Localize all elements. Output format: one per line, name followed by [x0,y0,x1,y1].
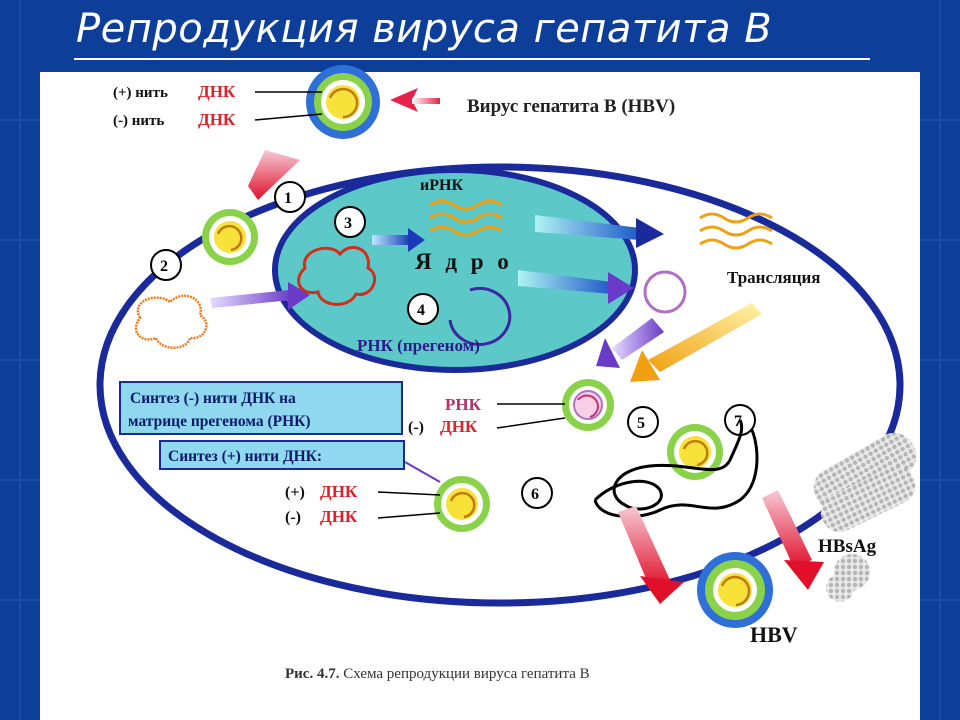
arrow-virion-release [618,506,670,588]
step-1-label: 1 [284,190,292,207]
relaxed-dna-outside [136,296,206,348]
label-minus-strand: (-) нить [113,113,164,129]
arrow-encapsidation [612,318,664,360]
step-7-label: 7 [734,413,742,430]
step-4-label: 4 [417,302,425,319]
empty-capsid [645,272,685,312]
figure-caption: Рис. 4.7. Схема репродукции вируса гепат… [285,666,590,683]
label-minus-sign: (-) [408,419,424,436]
virus-core-step1 [202,209,258,265]
label-dna-plus: ДНК [198,82,236,101]
label-dna-bottom-plus: ДНК [320,482,358,501]
box-minus-line1: Синтез (-) нити ДНК на [130,390,296,407]
capsid-with-pregenome [562,379,614,431]
arrow-transcription [372,235,410,245]
label-dna-minus: ДНК [198,110,236,129]
hbsag-particles [806,425,923,602]
label-dna-capsid: ДНК [440,417,478,436]
label-mrna: иРНК [420,177,463,194]
step-2-label: 2 [160,258,168,275]
box-plus-line: Синтез (+) нити ДНК: [168,448,322,465]
capsid-plus-strand [434,476,490,532]
caption-text: Схема репродукции вируса гепатита В [343,666,589,682]
label-nucleus: Я д р о [415,249,513,274]
mature-capsid [667,424,723,480]
label-hbsag: HBsAg [818,536,877,557]
step-6-label: 6 [531,486,539,503]
label-plus-sign-bottom: (+) [285,484,305,501]
label-rna-capsid: РНК [445,395,482,414]
label-minus-sign-bottom: (-) [285,509,301,526]
label-translation: Трансляция [727,268,821,287]
label-virus: Вирус гепатита В (HBV) [467,96,675,117]
label-pregenome: РНК (прегеном) [357,336,480,355]
box-minus-line2: матрице прегенома (РНК) [128,413,311,430]
arrow-to-nucleus [210,290,292,308]
released-virion [697,552,773,628]
caption-prefix: Рис. 4.7. [285,666,339,682]
label-hbv: HBV [750,622,798,647]
label-dna-bottom-minus: ДНК [320,507,358,526]
step-5-label: 5 [637,415,645,432]
virus-particle-incoming [306,65,380,139]
label-plus-strand: (+) нить [113,85,168,101]
step-3-label: 3 [344,215,352,232]
